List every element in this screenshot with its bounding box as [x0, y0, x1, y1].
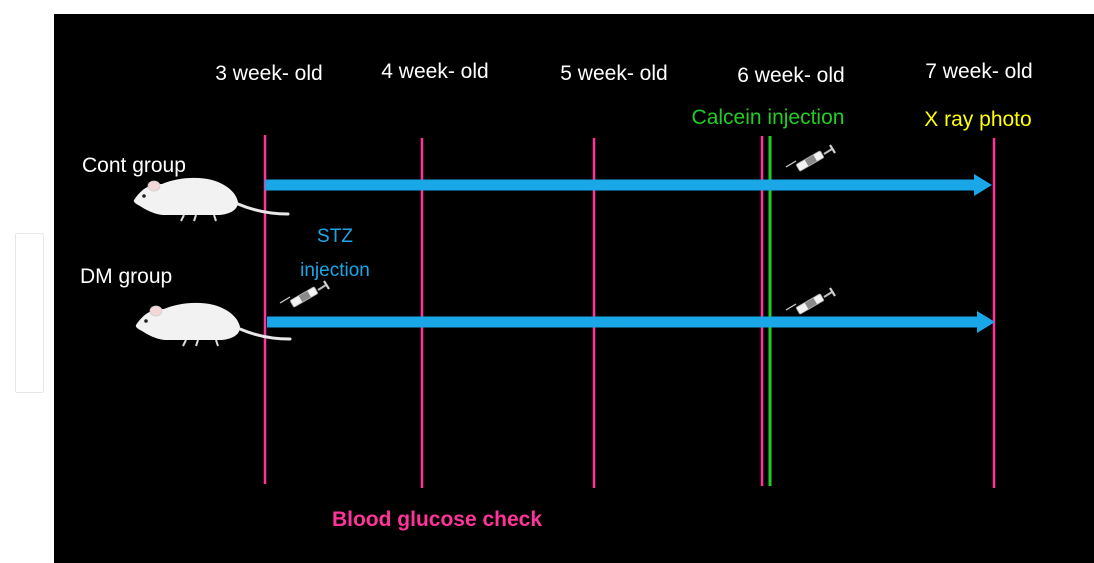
week-label-3: 3 week- old	[215, 62, 322, 85]
week-label-6: 6 week- old	[737, 64, 844, 87]
timeline-panel: 3 week- old 4 week- old 5 week- old 6 we…	[54, 14, 1094, 563]
xray-photo-label: X ray photo	[924, 108, 1031, 131]
side-scroll-frame	[15, 233, 44, 393]
blood-glucose-check-label: Blood glucose check	[332, 508, 542, 531]
week-label-5: 5 week- old	[560, 62, 667, 85]
dm-group-label: DM group	[80, 265, 172, 288]
week-label-7: 7 week- old	[925, 60, 1032, 83]
stz-syringe-icon	[280, 281, 329, 307]
dm-rat-icon	[136, 303, 290, 346]
week-label-4: 4 week- old	[381, 60, 488, 83]
week-labels: 3 week- old 4 week- old 5 week- old 6 we…	[215, 60, 1032, 87]
stz-label-line2: injection	[300, 260, 370, 281]
calcein-injection-label: Calcein injection	[692, 106, 845, 129]
stz-label-line1: STZ	[317, 226, 353, 247]
dm-calcein-syringe-icon	[786, 288, 835, 314]
cont-calcein-syringe-icon	[786, 145, 835, 171]
cont-group-arrow	[265, 174, 992, 196]
cont-group-label: Cont group	[82, 154, 186, 177]
dm-group-arrow	[267, 311, 995, 333]
experiment-timeline-diagram: 3 week- old 4 week- old 5 week- old 6 we…	[54, 14, 1094, 563]
